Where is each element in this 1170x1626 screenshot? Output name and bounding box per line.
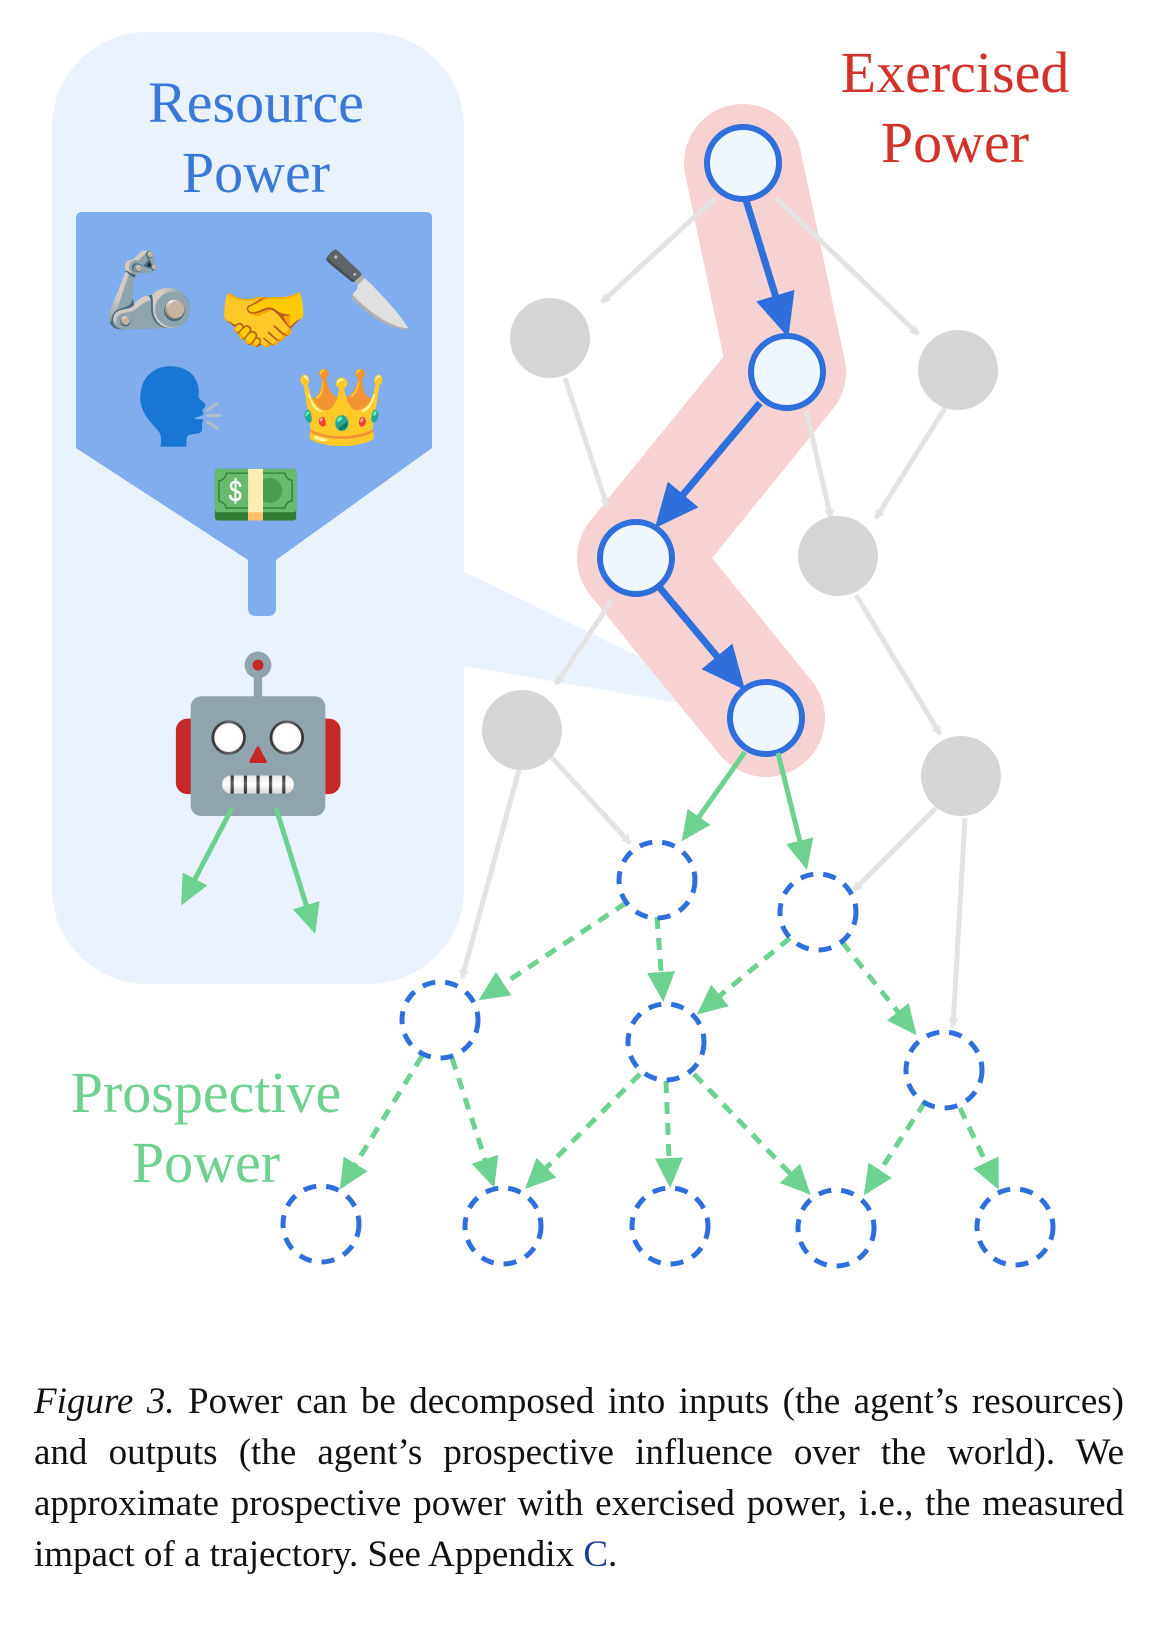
speaking-head-icon: 🗣️ <box>134 364 226 450</box>
current-output-arrow-right <box>775 752 814 870</box>
prospective-power-label-line1: Prospective <box>71 1060 342 1125</box>
exercised-path-highlight <box>577 104 846 777</box>
unexplored-nodes <box>482 298 1001 816</box>
prospective-node <box>629 1185 711 1267</box>
caption-end: . <box>608 1534 618 1575</box>
gray-node <box>482 690 562 770</box>
exercised-power-label-line1: Exercised <box>841 40 1070 105</box>
robot-agent-icon: 🤖 <box>165 647 352 821</box>
current-output-arrow-left <box>681 750 748 842</box>
knife-icon: 🔪 <box>322 247 414 333</box>
exercised-node <box>597 519 675 597</box>
prospective-node <box>974 1186 1056 1268</box>
power-decomposition-diagram: Resource Power Exercised Power Prospecti… <box>52 32 1070 1269</box>
figure-label: Figure 3. <box>34 1381 175 1422</box>
prospective-edges <box>339 900 1000 1196</box>
prospective-power-label-line2: Power <box>132 1130 280 1195</box>
gray-node <box>510 298 590 378</box>
resource-power-label-line2: Power <box>182 140 330 205</box>
prospective-node <box>280 1183 362 1265</box>
exercised-node <box>748 333 826 411</box>
gray-node <box>918 330 998 410</box>
prospective-node <box>399 979 481 1061</box>
prospective-node <box>777 871 859 953</box>
robot-output-arrow-left <box>180 806 235 906</box>
prospective-node <box>616 839 698 921</box>
prospective-node <box>462 1185 544 1267</box>
gray-node <box>798 516 878 596</box>
prospective-nodes <box>280 839 1056 1269</box>
caption-text: Power can be decomposed into inputs (the… <box>34 1381 1124 1575</box>
resource-power-label-line1: Resource <box>148 70 364 135</box>
prospective-node <box>625 1001 707 1083</box>
crown-icon: 👑 <box>296 364 388 450</box>
appendix-link[interactable]: C <box>583 1534 609 1575</box>
prospective-node <box>795 1187 877 1269</box>
gray-node <box>921 736 1001 816</box>
root-node <box>704 124 782 202</box>
flexed-mechanical-arm-icon: 🦾 <box>104 247 196 333</box>
resource-icons: 🦾 🤝 🔪 🗣️ 👑 💵 <box>104 247 414 538</box>
figure-caption: Figure 3. Power can be decomposed into i… <box>34 1376 1124 1580</box>
exercised-path-edges <box>654 198 795 691</box>
current-state-node <box>727 679 805 757</box>
handshake-icon: 🤝 <box>218 277 310 363</box>
unexplored-edges <box>459 196 968 1028</box>
money-banknote-icon: 💵 <box>210 452 302 538</box>
robot-output-arrow-right <box>273 807 320 934</box>
exercised-path-nodes <box>597 124 826 757</box>
prospective-node <box>903 1029 985 1111</box>
exercised-power-label-line2: Power <box>881 110 1029 175</box>
icon-callout-box <box>76 212 432 616</box>
